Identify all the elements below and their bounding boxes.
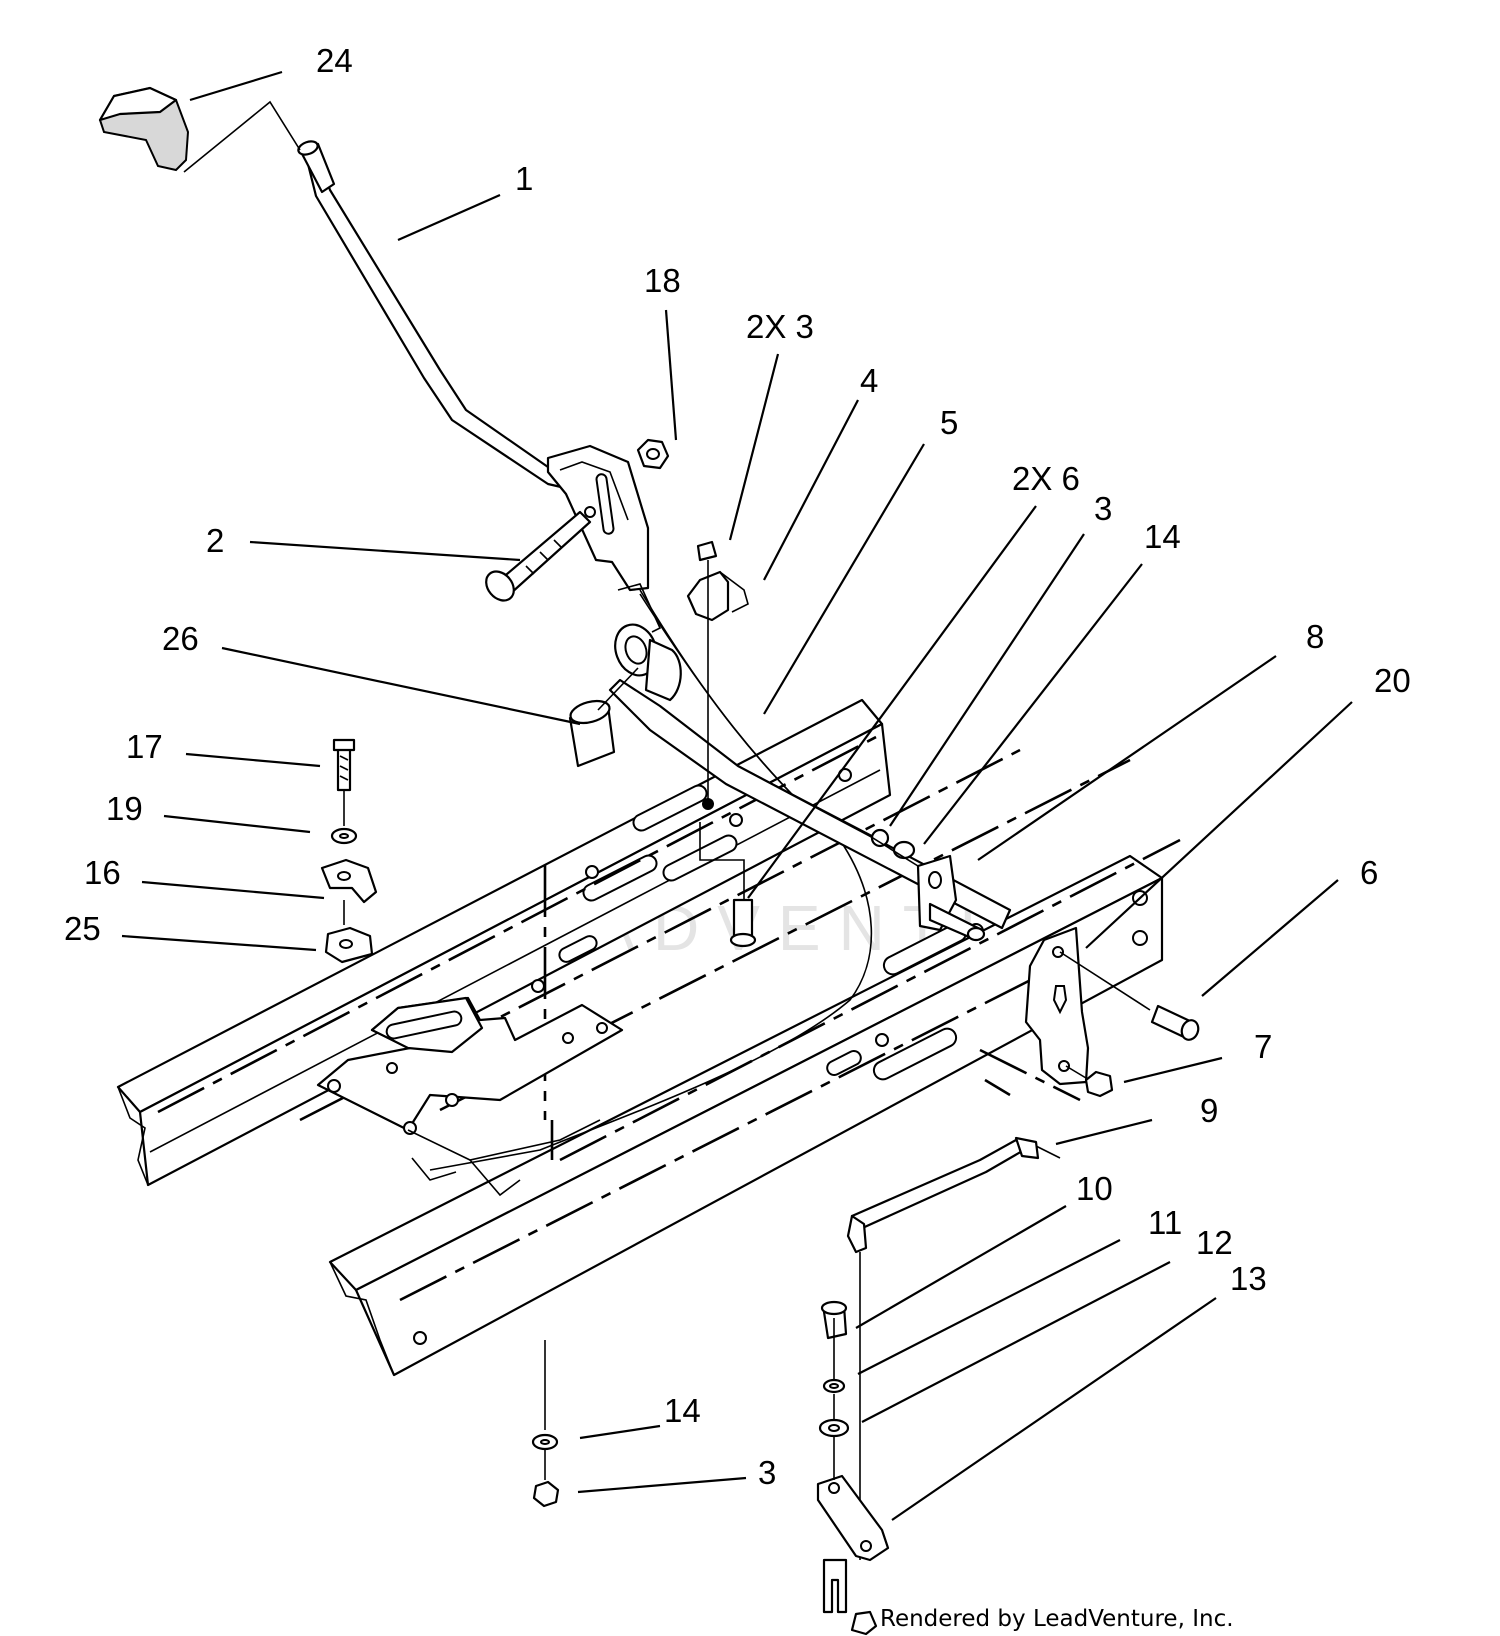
shift-knob bbox=[98, 86, 301, 173]
callout-14-upper: 14 bbox=[1144, 518, 1181, 555]
callout-3-upper: 3 bbox=[1094, 490, 1112, 527]
callout-2: 2 bbox=[206, 522, 224, 559]
bolt-2 bbox=[485, 510, 592, 602]
bushing-26 bbox=[568, 667, 639, 768]
callout-1: 1 bbox=[515, 160, 533, 197]
seat-bracket bbox=[316, 996, 624, 1197]
bottom-hardware bbox=[531, 1340, 560, 1508]
linkage-hardware bbox=[816, 1300, 890, 1636]
nut-7 bbox=[1065, 1065, 1114, 1098]
callout-3-lower: 3 bbox=[758, 1454, 776, 1491]
shift-lever bbox=[297, 140, 1012, 930]
bolt-6 bbox=[1150, 1004, 1200, 1041]
callout-11: 11 bbox=[1148, 1204, 1182, 1241]
callout-labels: 24 1 18 2X 3 4 5 2X 6 3 14 2 26 8 20 17 … bbox=[64, 42, 1411, 1491]
frame-rails bbox=[116, 698, 1181, 1377]
nut-18 bbox=[636, 438, 670, 470]
clip-4 bbox=[686, 540, 757, 948]
link-rod-9 bbox=[846, 1136, 1061, 1560]
leader-lines bbox=[121, 70, 1353, 1521]
callout-12: 12 bbox=[1196, 1224, 1233, 1261]
side-plate-20 bbox=[1024, 926, 1151, 1086]
callout-18: 18 bbox=[644, 262, 681, 299]
callout-2x3: 2X 3 bbox=[746, 308, 814, 345]
callout-17: 17 bbox=[126, 728, 163, 765]
callout-10: 10 bbox=[1076, 1170, 1113, 1207]
callout-24: 24 bbox=[316, 42, 353, 79]
callout-13: 13 bbox=[1230, 1260, 1267, 1297]
callout-8: 8 bbox=[1306, 618, 1324, 655]
callout-19: 19 bbox=[106, 790, 143, 827]
seat-hardware bbox=[320, 738, 378, 964]
callout-16: 16 bbox=[84, 854, 121, 891]
callout-4: 4 bbox=[860, 362, 878, 399]
callout-26: 26 bbox=[162, 620, 199, 657]
callout-6: 6 bbox=[1360, 854, 1378, 891]
lever-bracket bbox=[859, 828, 986, 942]
callout-5: 5 bbox=[940, 404, 958, 441]
credit-text: Rendered by LeadVenture, Inc. bbox=[880, 1606, 1234, 1632]
callout-25: 25 bbox=[64, 910, 101, 947]
callout-2x6: 2X 6 bbox=[1012, 460, 1080, 497]
callout-7: 7 bbox=[1254, 1028, 1272, 1065]
callout-20: 20 bbox=[1374, 662, 1411, 699]
callout-14-lower: 14 bbox=[664, 1392, 701, 1429]
callout-9: 9 bbox=[1200, 1092, 1218, 1129]
